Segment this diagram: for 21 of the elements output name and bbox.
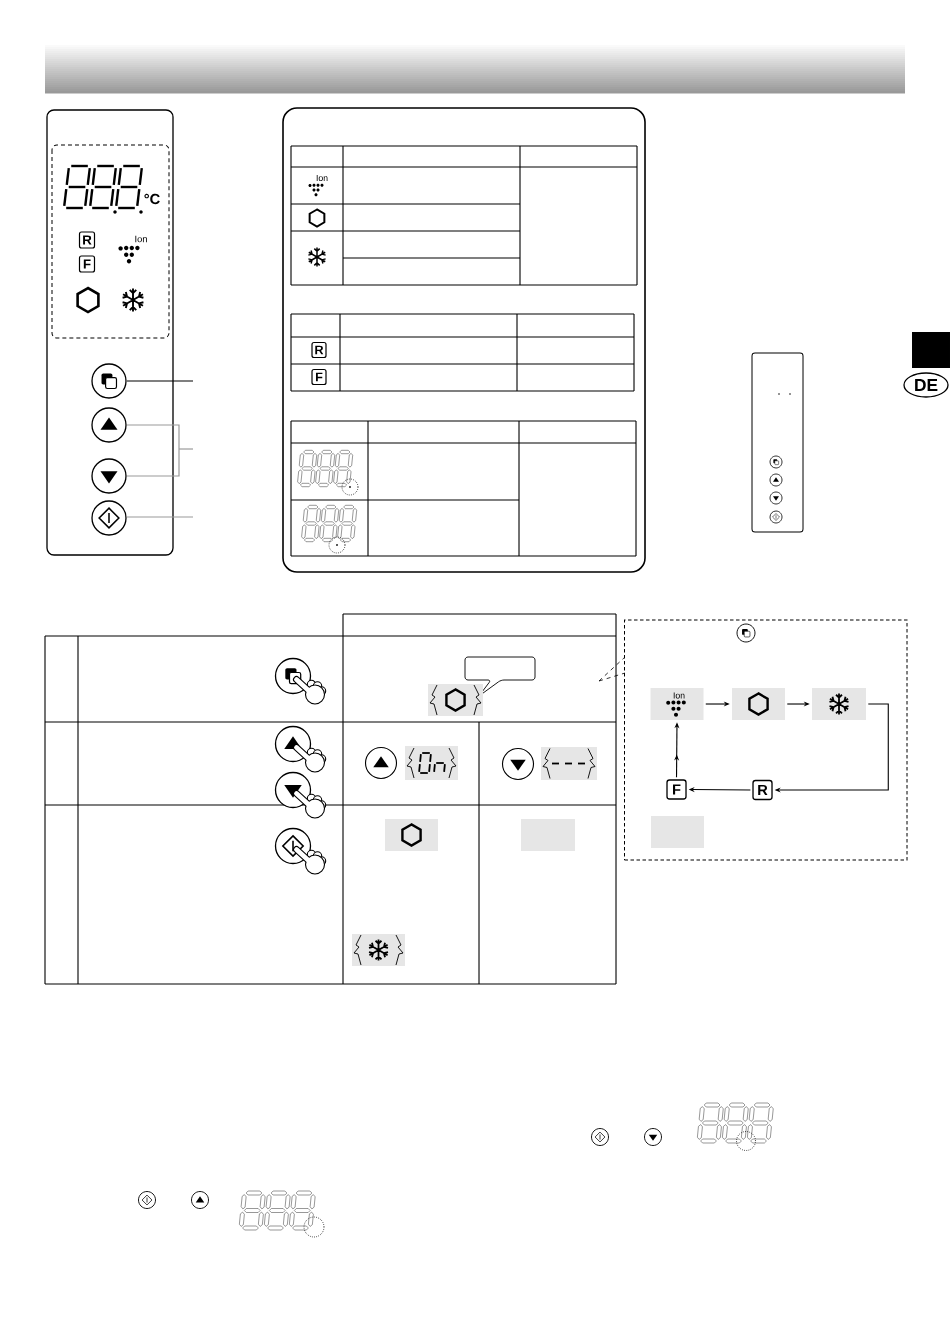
display-tile xyxy=(385,819,438,851)
unit-label: °C xyxy=(144,193,160,205)
icon-tile xyxy=(812,688,866,720)
dashed-frame xyxy=(624,619,908,861)
icon-tile xyxy=(732,688,785,720)
letter-key: F xyxy=(78,255,96,273)
flashing-display xyxy=(541,747,597,780)
letter-key: R xyxy=(752,779,773,801)
icon-label: Ion xyxy=(316,175,328,181)
flashing-display xyxy=(405,746,458,780)
blank-tile xyxy=(521,819,575,851)
letter-key: F xyxy=(666,779,687,800)
icon-label: Ion xyxy=(135,235,147,243)
letter-key: R xyxy=(78,231,96,249)
letter-key: F xyxy=(311,368,327,386)
flashing-display xyxy=(352,934,405,966)
blank-tile xyxy=(651,816,704,848)
letter-key: R xyxy=(311,341,327,359)
icon-tile: Ion xyxy=(650,688,704,720)
flashing-display xyxy=(428,684,483,716)
language-badge: DE xyxy=(903,372,949,398)
